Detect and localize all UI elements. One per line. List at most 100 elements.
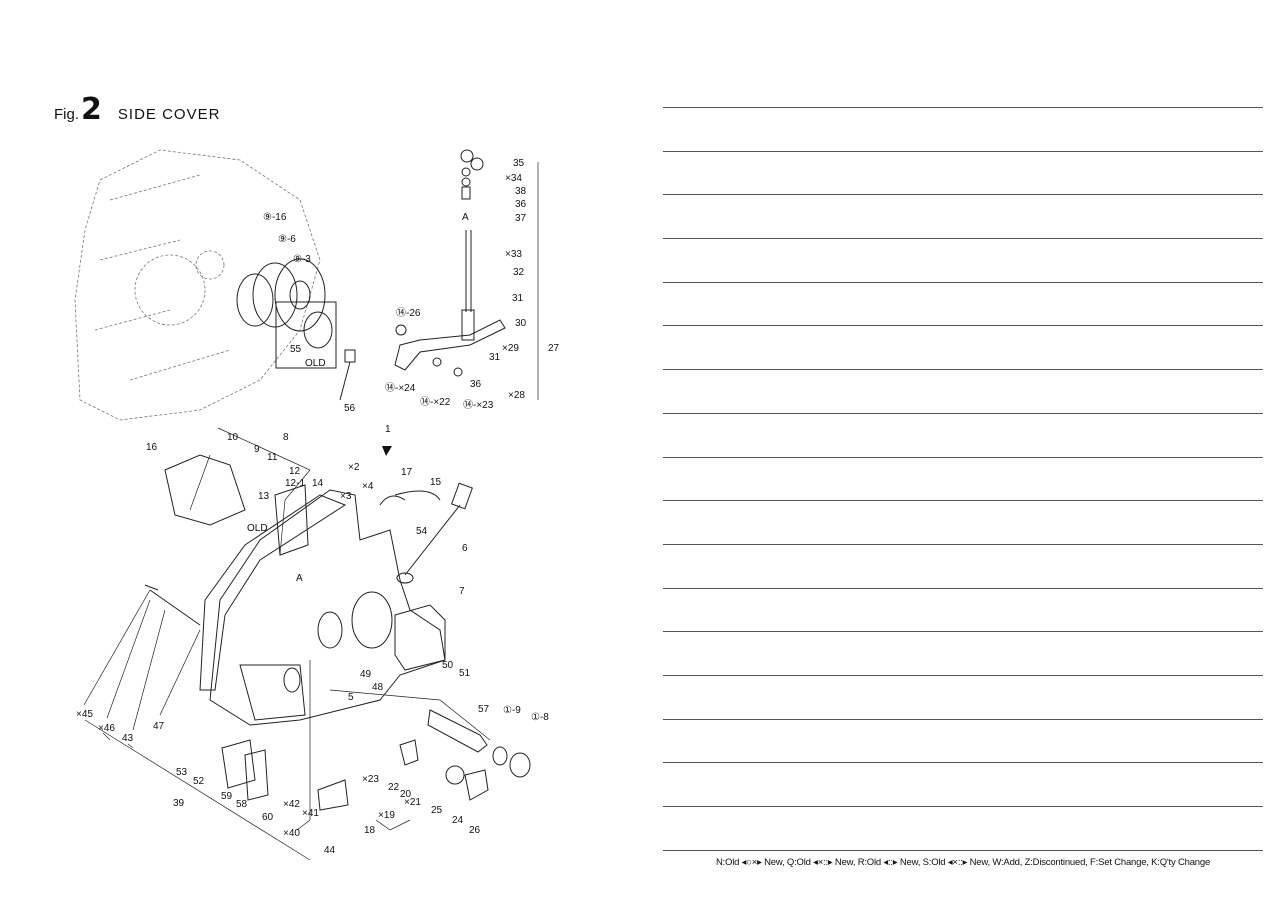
notes-ruled-lines <box>663 107 1263 850</box>
note-line <box>663 456 1263 501</box>
note-line <box>663 325 1263 369</box>
part-label: 48 <box>372 682 384 693</box>
part-label: 35 <box>513 158 525 169</box>
part-label: 20 <box>400 789 412 800</box>
part-label: 56 <box>344 403 356 414</box>
part-label: OLD <box>247 523 268 534</box>
part-label: ×4 <box>362 481 374 492</box>
part-label: 51 <box>459 668 471 679</box>
part-label: 44 <box>324 845 336 856</box>
part-label: 32 <box>513 267 525 278</box>
part-label: ×21 <box>404 797 421 808</box>
part-label: ⑭-26 <box>396 307 421 319</box>
fig-prefix: Fig. <box>54 106 80 123</box>
part-label: ×19 <box>378 810 395 821</box>
part-label: 7 <box>459 586 465 597</box>
cover-upper-labels: 1 16 10 9 8 11 12 12-1 14 13 OLD ×2 ×4 ×… <box>146 424 468 597</box>
part-label: A <box>296 573 303 584</box>
part-label: 53 <box>176 767 188 778</box>
fig-number: 2 <box>81 92 102 127</box>
part-label: 24 <box>452 815 464 826</box>
part-label: ×28 <box>508 390 525 401</box>
part-label: ⑨-16 <box>263 212 287 223</box>
part-label: A <box>462 212 469 223</box>
note-line <box>663 281 1263 326</box>
note-line <box>663 238 1263 282</box>
part-label: 59 <box>221 791 233 802</box>
part-label: 1 <box>385 424 391 435</box>
part-label: 50 <box>442 660 454 671</box>
part-label: 52 <box>193 776 205 787</box>
part-label: 5 <box>348 692 354 703</box>
part-label: 36 <box>470 379 482 390</box>
part-label: ×33 <box>505 249 522 260</box>
part-label: 54 <box>416 526 428 537</box>
part-label: ×46 <box>98 723 115 734</box>
note-line <box>663 107 1263 151</box>
part-label: 30 <box>515 318 527 329</box>
part-label: 14 <box>312 478 324 489</box>
part-label: ×42 <box>283 799 300 810</box>
part-label: 26 <box>469 825 481 836</box>
part-label: 60 <box>262 812 274 823</box>
part-label: 57 <box>478 704 490 715</box>
part-label: 11 <box>267 452 278 463</box>
part-label: 18 <box>364 825 376 836</box>
arrow-icon <box>382 446 392 456</box>
part-label: 22 <box>388 782 400 793</box>
part-label: ⑭-×24 <box>385 382 416 394</box>
note-line <box>663 543 1263 588</box>
part-label: ×23 <box>362 774 379 785</box>
part-label: ⑭-×23 <box>463 399 494 411</box>
part-label: 27 <box>548 343 560 354</box>
part-label: 25 <box>431 805 443 816</box>
part-label: ⑭-×22 <box>420 396 451 408</box>
note-line <box>663 631 1263 675</box>
part-label: 9 <box>254 444 260 455</box>
part-label: 49 <box>360 669 372 680</box>
cover-lower-labels: ×45 ×46 43 47 53 52 39 59 58 60 ×42 ×41 … <box>76 660 549 856</box>
part-label: ×40 <box>283 828 300 839</box>
part-label: 13 <box>258 491 270 502</box>
note-line <box>663 762 1263 806</box>
idler-gears <box>236 258 356 401</box>
exploded-parts-diagram: ⑨-16 ⑨-6 ⑨-3 55 OLD 56 35 ×34 38 36 37 A… <box>74 149 560 861</box>
part-label: 55 <box>290 344 302 355</box>
part-label: 47 <box>153 721 165 732</box>
top-left-labels: ⑨-16 ⑨-6 ⑨-3 55 OLD 56 <box>263 212 356 414</box>
part-label: 6 <box>462 543 468 554</box>
part-label: 31 <box>489 352 501 363</box>
part-label: ①-9 <box>503 705 521 716</box>
part-label: ×29 <box>502 343 519 354</box>
part-label: 58 <box>236 799 248 810</box>
part-label: 17 <box>401 467 413 478</box>
part-label: 36 <box>515 199 527 210</box>
part-label: ×41 <box>302 808 319 819</box>
part-label: ×3 <box>340 491 352 502</box>
note-line <box>663 587 1263 632</box>
note-line <box>663 500 1263 544</box>
leader-lines <box>83 427 491 861</box>
part-label: ⑨-6 <box>278 234 296 245</box>
part-label: 16 <box>146 442 158 453</box>
note-line <box>663 412 1263 457</box>
page-title: SIDE COVER <box>117 106 221 123</box>
engine-block-drawing <box>74 149 321 421</box>
side-cover-drawing <box>144 454 531 811</box>
note-line <box>663 194 1263 238</box>
part-label: 38 <box>515 186 527 197</box>
note-line <box>663 674 1263 719</box>
part-label: ①-8 <box>531 712 549 723</box>
part-label: 8 <box>283 432 289 443</box>
figure-title: Fig. 2 SIDE COVER <box>54 92 220 127</box>
governor-labels: 35 ×34 38 36 37 A ×33 32 31 30 ×29 27 31… <box>385 158 560 411</box>
part-label: 10 <box>227 432 239 443</box>
part-label: ⑨-3 <box>293 254 311 265</box>
part-label: 12-1 <box>285 478 305 489</box>
part-label: 37 <box>515 213 527 224</box>
part-label: ×45 <box>76 709 93 720</box>
part-label: 43 <box>122 733 134 744</box>
part-label: ×34 <box>505 173 522 184</box>
note-line <box>663 806 1263 850</box>
note-line <box>663 718 1263 763</box>
